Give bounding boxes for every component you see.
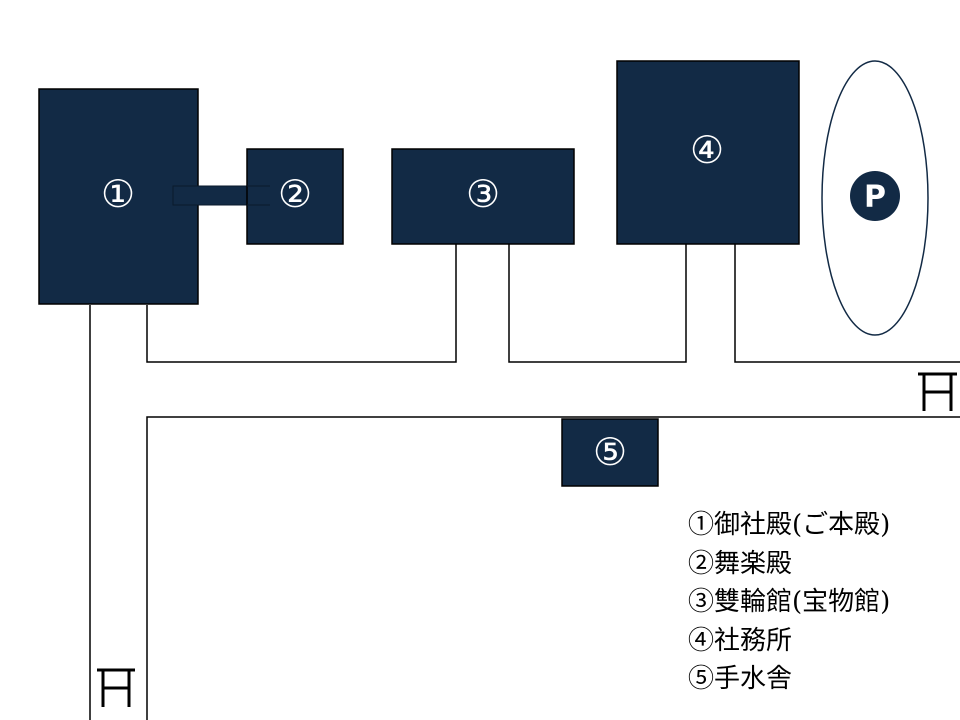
path-main-approach — [146, 416, 960, 720]
building-3-sorinkan[interactable]: ③ — [391, 148, 575, 245]
building-1-main-hall[interactable]: ① — [38, 88, 199, 305]
building-5-temizuya[interactable]: ⑤ — [561, 418, 659, 487]
path-1-to-3 — [146, 244, 457, 363]
legend-item: ④社務所 — [688, 625, 793, 656]
svg-text:②: ② — [278, 172, 312, 216]
svg-text:⑤: ⑤ — [593, 430, 627, 474]
svg-text:④: ④ — [690, 128, 724, 172]
legend-item: ⑤手水舎 — [688, 664, 793, 694]
legend-item: ①御社殿(ご本殿) — [688, 510, 891, 540]
building-2-bugakuden[interactable]: ② — [246, 148, 344, 245]
legend-item: ③雙輪館(宝物館) — [688, 587, 891, 617]
parking-icon — [850, 171, 900, 221]
path-4-to-entrance — [734, 244, 960, 363]
torii-icon — [918, 372, 957, 411]
path-3-to-4 — [508, 244, 687, 363]
building-4-shamusho[interactable]: ④ — [616, 60, 800, 245]
torii-icon — [97, 668, 135, 707]
map-legend: ①御社殿(ご本殿) ②舞楽殿 ③雙輪館(宝物館) ④社務所 ⑤手水舎 — [688, 506, 890, 699]
parking-area[interactable]: P — [821, 60, 929, 336]
svg-text:①: ① — [101, 172, 135, 216]
legend-item: ②舞楽殿 — [688, 548, 793, 579]
svg-text:P: P — [864, 180, 886, 215]
svg-text:③: ③ — [466, 172, 500, 216]
